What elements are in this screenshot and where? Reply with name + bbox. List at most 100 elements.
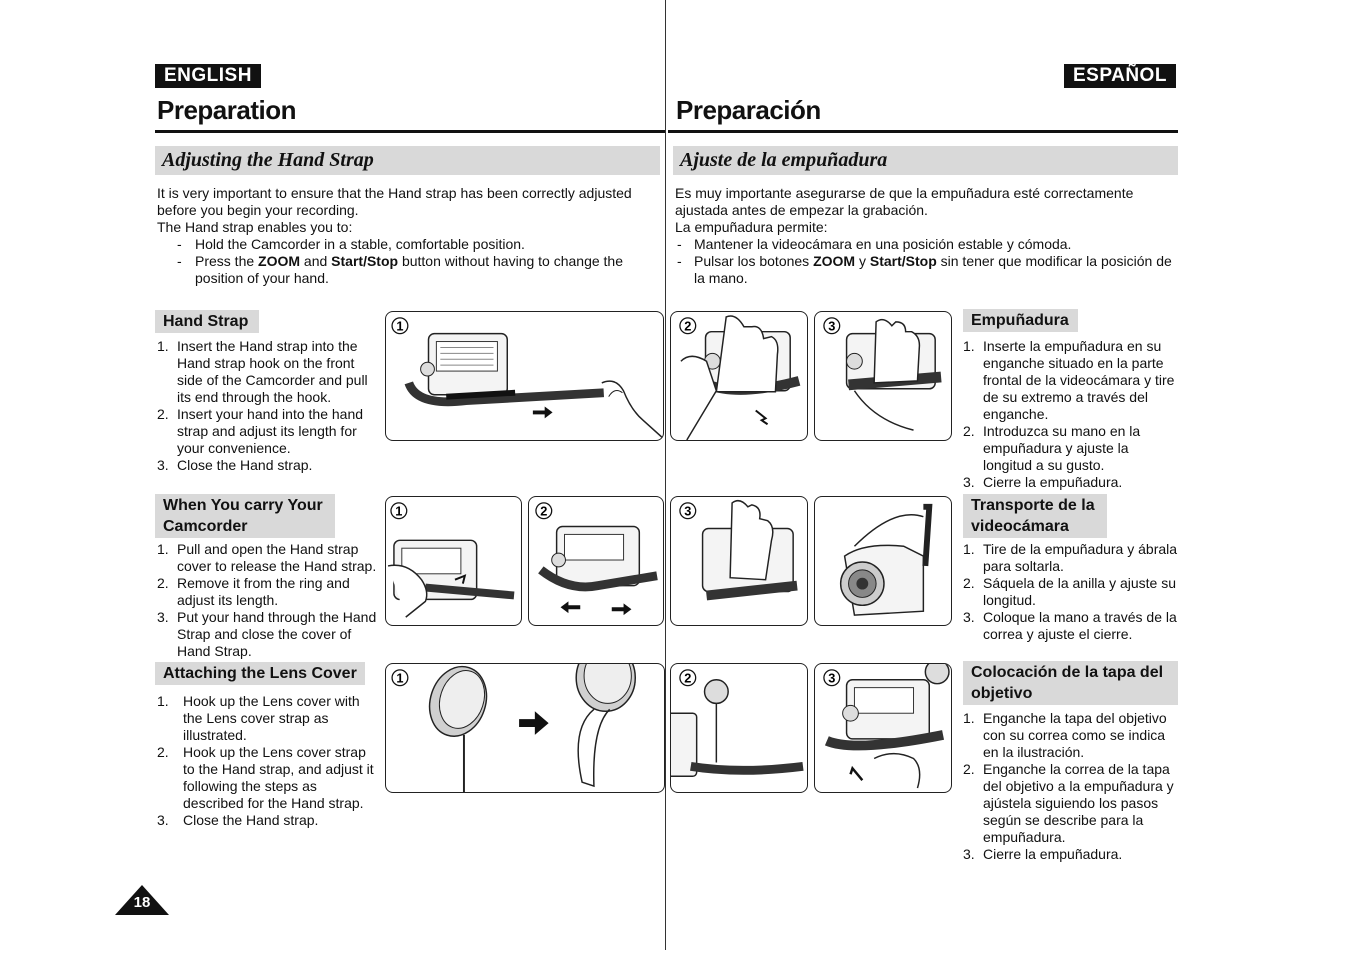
bullet-text: and — [300, 253, 332, 269]
step-text: Put your hand through the Hand Strap and… — [177, 609, 377, 659]
figure-carry-step-1: 1 — [385, 496, 522, 626]
step-number: 2. — [963, 761, 975, 777]
list-item: 2.Remove it from the ring and adjust its… — [157, 575, 379, 609]
step-text: Coloque la mano a través de la correa y … — [983, 609, 1177, 642]
bullet-text: Pulsar los botones — [694, 253, 814, 269]
title-rule-left — [155, 130, 665, 133]
bullet-text: button without having to change the posi… — [195, 253, 624, 286]
section-title-english: Adjusting the Hand Strap — [155, 146, 660, 175]
step-text: Cierre la empuñadura. — [983, 846, 1123, 862]
zoom-label: ZOOM — [258, 253, 301, 269]
step-number: 3. — [157, 609, 169, 625]
intro-bullet: -Mantener la videocámara en una posición… — [675, 236, 1175, 253]
step-text: Hook up the Lens cover with the Lens cov… — [183, 693, 360, 743]
figure-lens-step-1: 1 — [385, 663, 665, 793]
hand-icon — [387, 564, 428, 618]
subheading-tapa: Colocación de la tapa del objetivo — [963, 661, 1178, 705]
intro-english: It is very important to ensure that the … — [157, 185, 647, 287]
step-number: 1. — [157, 338, 169, 354]
arrow-icon — [519, 711, 549, 735]
step-text: Close the Hand strap. — [177, 457, 313, 473]
section-title-spanish: Ajuste de la empuñadura — [673, 146, 1178, 175]
bullet-dash: - — [177, 253, 182, 269]
step-text: Enganche la tapa del objetivo con su cor… — [983, 710, 1167, 760]
hand-icon — [873, 752, 921, 789]
camcorder-icon — [842, 679, 931, 740]
figure-carry-step-2: 2 — [528, 496, 664, 626]
center-divider — [665, 0, 666, 950]
figure-lens-step-3: 3 — [814, 663, 952, 793]
hand-icon — [729, 499, 774, 581]
step-text: Inserte la empuñadura en su enganche sit… — [983, 338, 1175, 422]
step-text: Cierre la empuñadura. — [983, 474, 1123, 490]
intro-lead: The Hand strap enables you to: — [157, 219, 353, 235]
figure-hand-strap-step-1: 1 — [385, 311, 664, 441]
steps-carry-english: 1. Pull and open the Hand strap cover to … — [157, 541, 379, 660]
intro-paragraph: It is very important to ensure that the … — [157, 185, 632, 218]
camcorder-icon — [551, 525, 641, 587]
bullet-text: sin tener que modificar la posición de l… — [694, 253, 1172, 286]
page-title-english: Preparation — [157, 95, 297, 125]
camcorder-icon — [671, 712, 698, 777]
steps-carry-spanish: 1.Tire de la empuñadura y ábrala para so… — [963, 541, 1178, 643]
intro-bullet: -Press the ZOOM and Start/Stop button wi… — [157, 253, 647, 287]
list-item: 3. Put your hand through the Hand Strap a… — [157, 609, 379, 660]
step-text: Pull and open the Hand strap cover to re… — [177, 541, 377, 574]
step-text: Close the Hand strap. — [183, 812, 319, 828]
lens-cap-icon — [703, 679, 729, 763]
figure-number: 3 — [684, 504, 691, 519]
lens-cap-icon — [428, 665, 488, 792]
list-item: 2.Introduzca su mano en la empuñadura y … — [963, 423, 1178, 474]
figure-number: 3 — [828, 319, 835, 334]
subheading-lens-cover: Attaching the Lens Cover — [155, 662, 365, 685]
list-item: 1. Pull and open the Hand strap cover to … — [157, 541, 379, 575]
step-text: Tire de la empuñadura y ábrala para solt… — [983, 541, 1178, 574]
arrow-icon — [560, 601, 632, 616]
list-item: 2. Enganche la correa de la tapa del obje… — [963, 761, 1178, 846]
bullet-text: Press the — [195, 253, 259, 269]
step-number: 3. — [963, 474, 975, 490]
step-number: 1. — [963, 338, 975, 354]
list-item: 1. Insert the Hand strap into the Hand st… — [157, 338, 377, 406]
list-item: 2. Insert your hand into the hand strap a… — [157, 406, 377, 457]
figure-carry-step-4 — [814, 496, 952, 626]
subheading-carry: When You carry Your Camcorder — [155, 494, 335, 538]
page-number-badge: 18 — [115, 884, 169, 916]
camcorder-icon — [420, 332, 509, 396]
step-number: 2. — [963, 575, 975, 591]
figure-number: 1 — [395, 504, 402, 519]
page-number: 18 — [133, 894, 151, 911]
figure-number: 3 — [828, 671, 835, 686]
steps-hand-strap-english: 1. Insert the Hand strap into the Hand st… — [157, 338, 377, 474]
step-text: Insert your hand into the hand strap and… — [177, 406, 364, 456]
start-stop-label: Start/Stop — [869, 253, 937, 269]
subheading-transporte: Transporte de la videocámara — [963, 494, 1107, 538]
bullet-dash: - — [677, 253, 682, 269]
intro-paragraph: Es muy importante asegurarse de que la e… — [675, 185, 1134, 218]
start-stop-label: Start/Stop — [331, 253, 399, 269]
step-text: Enganche la correa de la tapa del objeti… — [983, 761, 1174, 845]
list-item: 3.Close the Hand strap. — [157, 457, 377, 474]
list-item: 1. Inserte la empuñadura en su enganche s… — [963, 338, 1178, 423]
step-number: 1. — [157, 541, 169, 557]
step-text: Hook up the Lens cover strap to the Hand… — [183, 744, 374, 811]
step-number: 1. — [157, 693, 169, 709]
camcorder-icon — [839, 544, 925, 616]
title-rule-right — [668, 130, 1178, 133]
figure-hand-strap-step-2: 2 — [670, 311, 808, 441]
hand-icon — [601, 380, 663, 439]
list-item: 2.Sáquela de la anilla y ajuste su longi… — [963, 575, 1178, 609]
step-number: 2. — [157, 406, 169, 422]
figure-number: 2 — [684, 671, 691, 686]
bullet-dash: - — [677, 236, 682, 252]
hand-icon — [853, 318, 921, 431]
step-number: 3. — [157, 812, 169, 828]
figure-number: 2 — [684, 319, 691, 334]
figure-lens-step-2: 2 — [670, 663, 808, 793]
list-item: 2.Hook up the Lens cover strap to the Ha… — [157, 744, 379, 812]
arrow-icon — [532, 406, 553, 419]
intro-lead: La empuñadura permite: — [675, 219, 828, 235]
step-text: Insert the Hand strap into the Hand stra… — [177, 338, 368, 405]
hand-icon — [680, 315, 779, 440]
page-title-spanish: Preparación — [676, 95, 821, 125]
